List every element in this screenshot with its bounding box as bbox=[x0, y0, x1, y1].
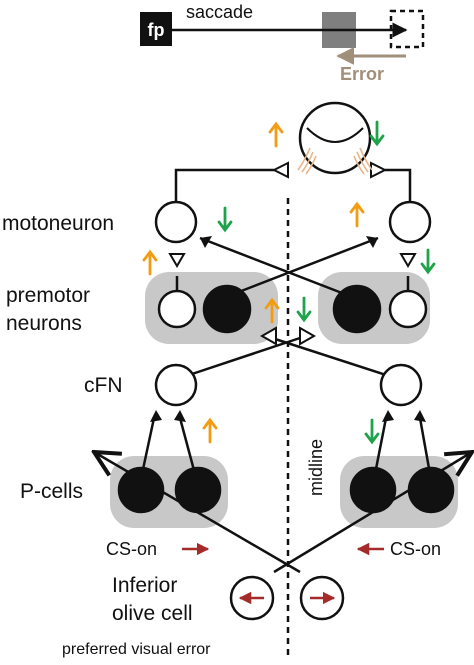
fixation-point bbox=[140, 12, 172, 46]
neurons bbox=[117, 200, 455, 621]
preferred-error-label: preferred visual error bbox=[62, 641, 211, 658]
synapses bbox=[150, 161, 426, 422]
eyeball bbox=[297, 101, 373, 175]
inferior-olive-label-line2: olive cell bbox=[112, 602, 193, 625]
pcell-synapse-left-1 bbox=[150, 410, 162, 422]
eye-globe bbox=[298, 101, 372, 175]
pcell-synapse-right-1 bbox=[382, 410, 394, 422]
cfn-left bbox=[154, 363, 198, 407]
saccade-label: saccade bbox=[186, 2, 253, 22]
motoneuron-left bbox=[154, 200, 198, 244]
activity-arrows bbox=[142, 120, 436, 445]
right-cfn-projection bbox=[271, 336, 387, 377]
down-arrow-premotor-right bbox=[420, 248, 436, 275]
down-arrow-eye-right bbox=[369, 120, 385, 147]
excitatory-synapse-cfn-right bbox=[299, 326, 317, 346]
left-motor-nerve bbox=[174, 168, 274, 202]
up-arrow-motoneuron-right bbox=[349, 201, 365, 228]
premotor-label-line2: neurons bbox=[6, 312, 82, 335]
excitatory-synapse-cfn-left bbox=[259, 326, 277, 346]
premotor-label-line1: premotor bbox=[6, 284, 90, 307]
inferior-olive-label-line1: Inferior bbox=[112, 574, 177, 597]
down-arrow-pcell-right bbox=[364, 418, 380, 445]
left-cfn-projection bbox=[188, 336, 301, 377]
pcell-synapse-right-2 bbox=[414, 410, 426, 422]
up-arrow-premotor-left bbox=[142, 249, 158, 276]
pcell-right-2-axon bbox=[418, 417, 432, 475]
pcell-right-1 bbox=[349, 466, 397, 514]
down-arrow-motoneuron-left bbox=[217, 206, 233, 233]
crossing-to-right-motoneuron bbox=[217, 236, 379, 302]
up-arrow-pcell-left bbox=[202, 417, 218, 444]
inhibitory-synapse-left bbox=[200, 236, 212, 248]
down-arrow-crossing bbox=[296, 296, 312, 323]
premotor-left-inhibitory bbox=[202, 284, 252, 334]
excitatory-synapse-eye-right bbox=[370, 161, 388, 179]
pcell-right-2 bbox=[407, 466, 455, 514]
saccade-panel: fp saccade Error bbox=[140, 2, 425, 84]
cs-on-right-label: CS-on bbox=[390, 539, 441, 559]
eye-muscles bbox=[297, 147, 373, 175]
pcell-left-1-axon bbox=[140, 417, 156, 475]
premotor-right-inhibitory bbox=[332, 284, 382, 334]
error-label: Error bbox=[340, 64, 384, 84]
up-arrow-crossing bbox=[264, 297, 280, 324]
cfn-label: cFN bbox=[84, 374, 123, 397]
pcell-right-1-axon bbox=[373, 417, 388, 475]
premotor-right-excitatory bbox=[388, 289, 428, 329]
motoneuron-label: motoneuron bbox=[2, 212, 114, 235]
intended-target bbox=[389, 9, 425, 49]
premotor-left-excitatory bbox=[157, 289, 197, 329]
pcells-label: P-cells bbox=[20, 480, 83, 503]
motoneuron-right bbox=[388, 200, 432, 244]
excitatory-synapse-eye-left bbox=[271, 161, 289, 179]
pcell-left-1 bbox=[117, 466, 165, 514]
excitatory-synapse-premotor-right bbox=[399, 253, 417, 268]
pcell-left-2 bbox=[174, 466, 222, 514]
cfn-right bbox=[379, 363, 423, 407]
right-motor-nerve bbox=[385, 168, 412, 202]
fixation-label: fp bbox=[148, 20, 165, 40]
inhibitory-synapse-right bbox=[366, 236, 378, 248]
pcell-left-2-axon bbox=[178, 417, 197, 475]
pcell-synapse-left-2 bbox=[174, 410, 186, 422]
up-arrow-eye-left bbox=[268, 121, 284, 148]
midline-label: midline bbox=[306, 439, 326, 496]
cornea bbox=[306, 127, 364, 143]
excitatory-synapse-premotor-left bbox=[168, 253, 186, 268]
crossing-to-left-motoneuron bbox=[199, 236, 361, 302]
cs-on-left-label: CS-on bbox=[106, 539, 157, 559]
